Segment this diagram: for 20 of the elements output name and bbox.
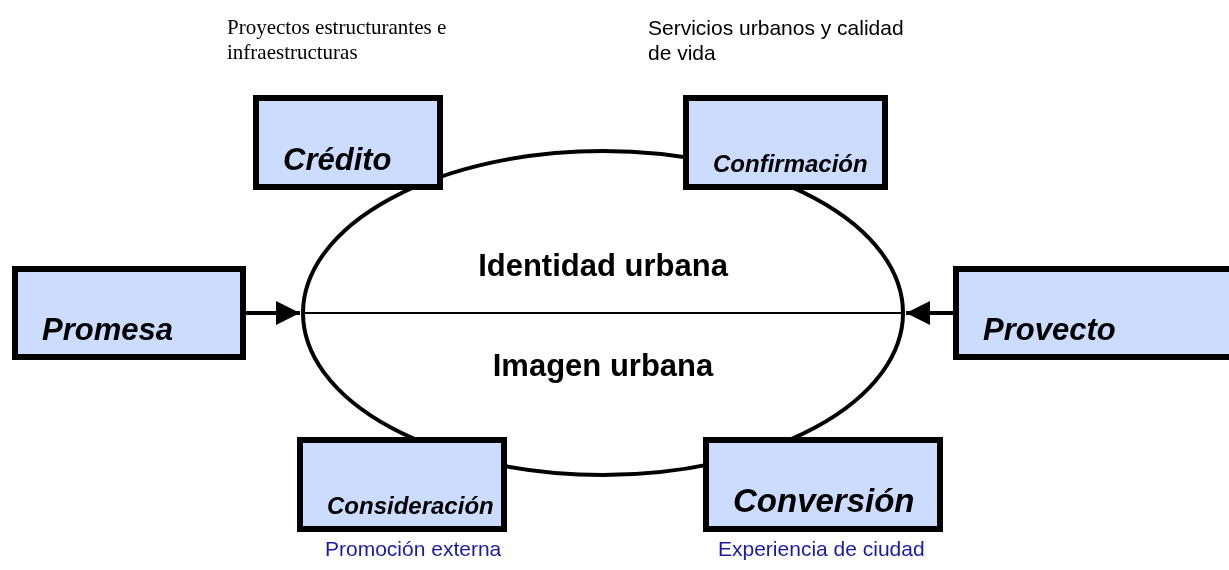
process-box xyxy=(12,266,246,360)
ellipse-text: Imagen urbana xyxy=(491,348,715,384)
box-label: Crédito xyxy=(283,142,392,178)
caption-text: Experiencia de ciudad xyxy=(718,536,926,561)
box-label: Provecto xyxy=(983,312,1116,348)
caption-text: Promoción externa xyxy=(325,536,503,561)
process-box xyxy=(683,95,888,190)
ellipse-text: Identidad urbana xyxy=(477,248,730,284)
box-label: Confirmación xyxy=(713,150,868,178)
box-label: Consideración xyxy=(327,492,494,520)
process-box xyxy=(297,437,507,532)
process-box xyxy=(253,95,443,190)
arrow xyxy=(246,301,300,325)
arrow xyxy=(906,301,953,325)
caption-text: Proyectos estructurantes e infraestructuras xyxy=(227,15,448,65)
process-box xyxy=(703,437,943,532)
caption-text: Servicios urbanos y calidad de vida xyxy=(648,15,905,65)
process-box xyxy=(953,266,1229,360)
box-label: Conversión xyxy=(733,482,915,520)
box-label: Promesa xyxy=(42,312,173,348)
